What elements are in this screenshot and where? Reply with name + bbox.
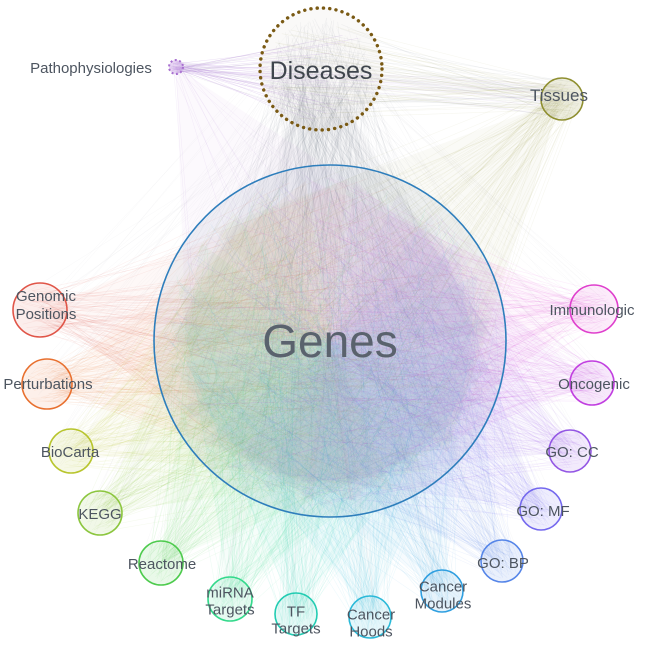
edge-bundle-diseases-oncogenic [269,32,611,401]
edge-bundle-diseases-cancer-modules [276,18,460,604]
edge-bundle-pathophysiologies-tissues [170,61,579,117]
edge-wedge [71,191,394,491]
node-go-cc-label: GO: CC [545,444,599,461]
node-pathophysiologies-label: Pathophysiologies [30,60,152,77]
edge-bundle-pathophysiologies-genes [171,62,472,491]
edge-bundle-diseases-cancer-hoods [276,37,389,628]
edge-bundle-diseases-mirna-targets [213,30,353,616]
edge-bundle-tf-targets-genes [169,182,496,631]
edge-bundle-diseases-go-mf [299,27,558,527]
edge-wedge [47,180,355,502]
edge-bundle-go-mf-genes [178,182,559,527]
edge-wedge [179,282,481,599]
node-layer [12,6,619,639]
edge-wedge [213,99,562,454]
node-reactome-circle[interactable] [138,540,184,586]
node-reactome-label: Reactome [128,556,196,573]
node-oncogenic-circle[interactable] [569,360,615,406]
node-tissues-label: Tissues [530,86,588,105]
node-tissues-circle[interactable] [540,77,584,121]
edge-bundle-go-bp-genes [172,187,520,579]
node-cancer-modules-circle[interactable] [420,569,464,613]
node-biocarta-label: BioCarta [41,444,100,461]
edge-wedge [262,193,570,489]
node-go-bp-label: GO: BP [477,555,529,572]
edge-layer [18,17,615,634]
edge-bundle-reactome-genes [143,190,484,582]
edge-bundle-diseases-immunologic [294,23,613,330]
edge-bundle-tissues-genes [180,82,579,500]
edge-bundle-diseases-perturbations [25,21,348,400]
edge-wedge [310,180,594,502]
edge-bundle-perturbations-genes [26,180,492,502]
node-kegg-label: KEGG [78,506,121,523]
node-mirna-targets-circle[interactable] [207,576,253,622]
node-perturbations-label: Perturbations [3,376,92,393]
edge-bundle-biocarta-genes [53,191,494,493]
edge-wedge [182,274,478,591]
node-biocarta-circle[interactable] [48,428,94,474]
edge-wedge [304,181,592,501]
node-oncogenic-label: Oncogenic [558,376,630,393]
node-tf-targets-circle[interactable] [274,592,318,636]
node-diseases-label: Diseases [270,57,373,85]
edge-bundle-mirna-targets-genes [176,177,492,617]
edge-bundle-diseases-genes [163,17,494,501]
edge-bundle-immunologic-genes [165,177,615,502]
edge-bundle-genomic-positions-genes [18,178,491,506]
edge-bundle-diseases-go-bp [283,26,521,577]
edge-wedge [161,242,459,564]
node-go-bp-circle[interactable] [480,539,524,583]
node-genes-circle[interactable] [153,164,507,518]
node-immunologic-label: Immunologic [549,302,635,319]
node-cancer-hoods-circle[interactable] [348,595,392,639]
edge-wedge [176,67,472,421]
node-perturbations-circle[interactable] [21,358,73,410]
node-go-mf-circle[interactable] [519,487,563,531]
node-go-mf-label: GO: MF [516,503,569,520]
edge-bundle-diseases-kegg [83,26,366,533]
node-pathophysiologies-circle[interactable] [168,59,184,75]
edge-bundle-cancer-modules-genes [162,195,495,608]
node-go-cc-circle[interactable] [548,429,592,473]
label-layer: Genes Diseases PathophysiologiesTissuesGen… [3,57,635,641]
edge-wedge [168,69,492,347]
node-kegg-circle[interactable] [77,490,123,536]
edge-bundle-diseases-tissues [277,24,582,119]
edge-bundle-pathophysiologies-diseases [170,35,367,121]
edge-wedge [169,317,491,617]
edge-wedge [202,241,502,562]
node-diseases-circle[interactable] [258,6,384,132]
edge-bundle-oncogenic-genes [164,181,610,501]
edge-wedge [40,179,348,503]
edge-bundle-diseases-reactome [140,17,370,583]
edge-wedge [169,320,491,614]
edge-bundle-go-cc-genes [193,175,588,507]
edge-bundle-cancer-hoods-genes [163,188,491,634]
edge-wedge [100,211,427,514]
edge-bundle-diseases-genomic-positions [25,24,366,333]
node-immunologic-circle[interactable] [569,284,619,334]
node-genomic-positions-circle[interactable] [12,282,68,338]
edge-bundle-kegg-genes [82,181,490,532]
edge-bundle-diseases-tf-targets [279,49,370,631]
node-genes-label: Genes [262,315,398,367]
edge-wedge [229,214,541,510]
edge-bundle-tissues-diseases [266,26,577,119]
